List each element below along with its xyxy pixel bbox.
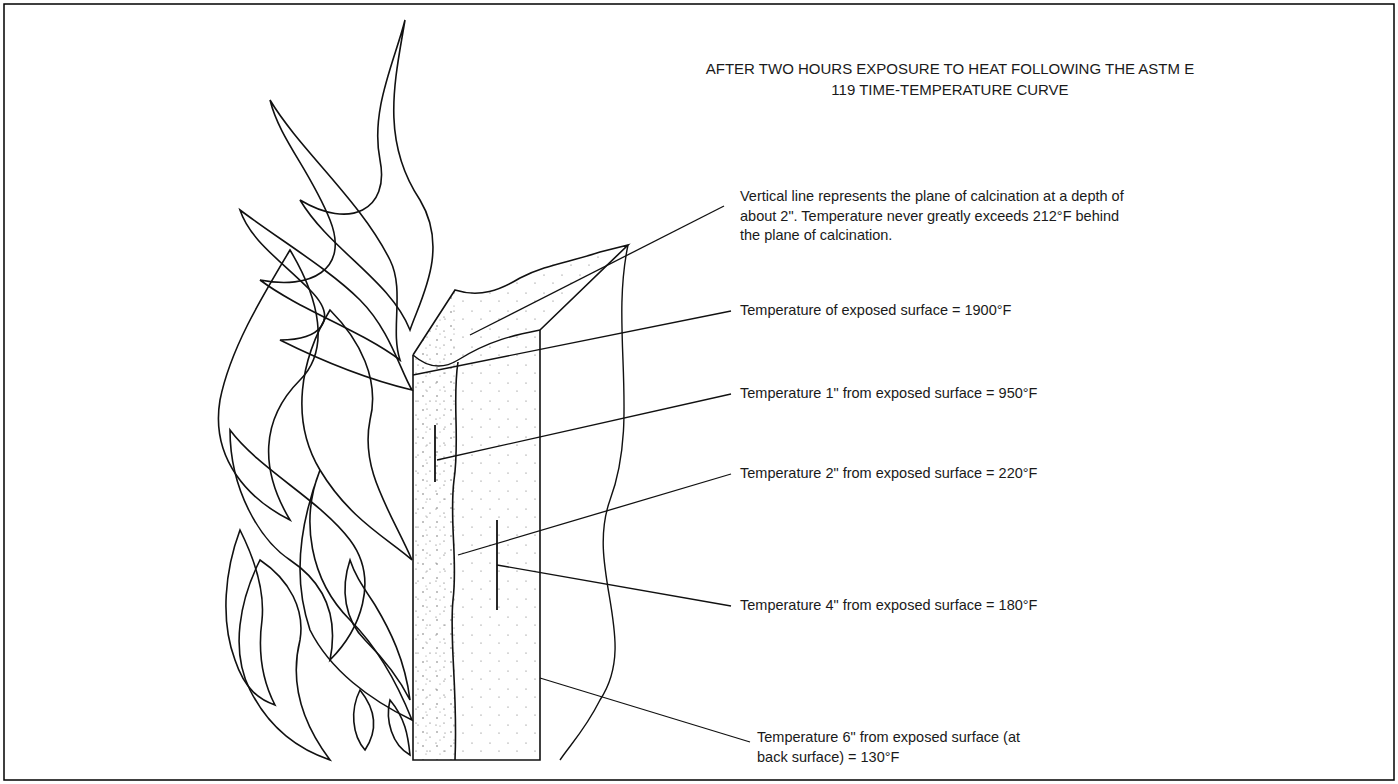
- temperature-note: Temperature 1" from exposed surface = 95…: [740, 384, 1037, 404]
- wall-slab: [413, 245, 628, 760]
- temperature-note: Vertical line represents the plane of ca…: [740, 187, 1135, 246]
- diagram-title: AFTER TWO HOURS EXPOSURE TO HEAT FOLLOWI…: [700, 58, 1200, 100]
- temperature-note: Temperature of exposed surface = 1900°F: [740, 301, 1011, 321]
- leader-lines: [413, 206, 750, 742]
- temperature-note: Temperature 6" from exposed surface (at …: [757, 728, 1047, 767]
- temperature-note: Temperature 2" from exposed surface = 22…: [740, 464, 1037, 484]
- temperature-note: Temperature 4" from exposed surface = 18…: [740, 596, 1037, 616]
- calcination-plane: [452, 362, 458, 760]
- frame: [4, 4, 1394, 780]
- flames: [218, 20, 433, 760]
